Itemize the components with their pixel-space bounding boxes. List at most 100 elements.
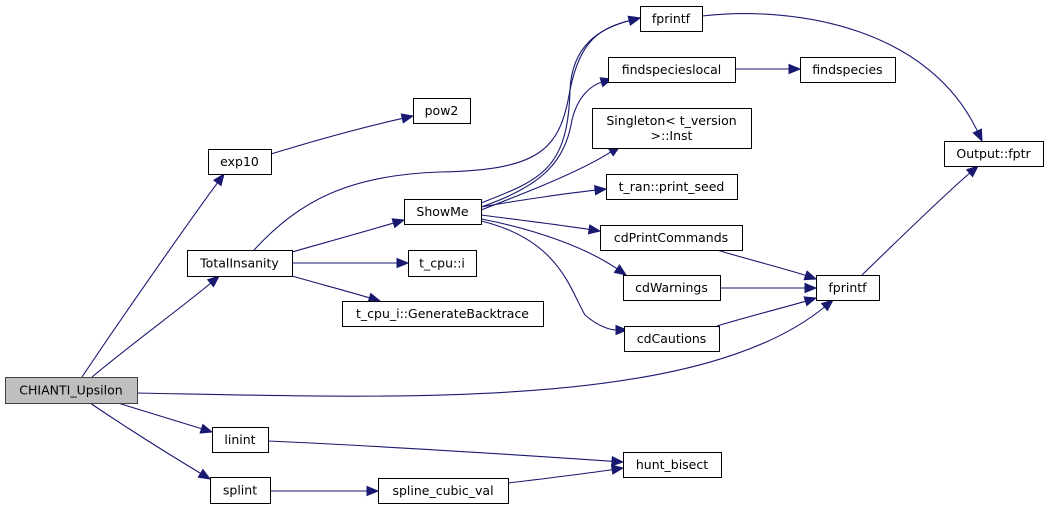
- node-label: fprintf: [652, 11, 691, 26]
- edge-line: [480, 81, 603, 208]
- node-box: [600, 225, 743, 251]
- node-label: fprintf: [828, 280, 867, 295]
- node-box: [608, 57, 736, 83]
- node-printseed[interactable]: t_ran::print_seed: [606, 174, 738, 200]
- edge-line: [136, 305, 826, 397]
- node-tcpui[interactable]: t_cpu::i: [408, 250, 477, 277]
- node-box: [816, 275, 880, 301]
- node-box: [408, 250, 477, 277]
- node-box: [5, 377, 138, 404]
- node-cdprintcommands[interactable]: cdPrintCommands: [600, 225, 743, 251]
- arrowhead-icon: [615, 324, 629, 336]
- node-box: [413, 98, 471, 124]
- edge-line: [480, 218, 619, 270]
- node-singleton[interactable]: Singleton< t_version>::Inst: [592, 108, 752, 149]
- node-box: [210, 477, 271, 504]
- node-box: [606, 174, 738, 200]
- arrowhead-icon: [206, 275, 221, 288]
- node-splinecubicval[interactable]: spline_cubic_val: [378, 478, 509, 504]
- edge-cdwarnings-to-fprintf2: [720, 282, 818, 294]
- node-label: spline_cubic_val: [392, 483, 493, 498]
- arrowhead-icon: [587, 224, 602, 235]
- node-box: [623, 452, 722, 478]
- node-cdcautions[interactable]: cdCautions: [624, 326, 720, 352]
- edge-fprintf1-to-outputfptr: [701, 13, 983, 143]
- node-outputfptr[interactable]: Output::fptr: [944, 141, 1044, 167]
- node-label: TotalInsanity: [199, 256, 279, 271]
- node-splint[interactable]: splint: [210, 477, 271, 504]
- node-fprintf2[interactable]: fprintf: [816, 275, 880, 301]
- node-label: findspecies: [812, 62, 882, 77]
- arrowhead-icon: [593, 185, 608, 196]
- edge-line: [81, 181, 219, 378]
- node-findspecieslocal[interactable]: findspecieslocal: [608, 57, 736, 83]
- edge-line: [701, 13, 979, 133]
- node-box: [212, 427, 269, 453]
- edge-cdcautions-to-fprintf2: [716, 296, 818, 327]
- arrowhead-icon: [396, 257, 410, 269]
- node-backtrace[interactable]: t_cpu_i::GenerateBacktrace: [342, 301, 544, 327]
- edge-showme-to-cdwarnings: [480, 218, 628, 276]
- edge-showme-to-cdcautions: [480, 220, 629, 336]
- edge-showme-to-fprintf1: [480, 15, 642, 204]
- edge-chianti-to-exp10: [81, 172, 225, 378]
- arrowhead-icon: [400, 113, 415, 124]
- arrowhead-icon: [972, 128, 983, 143]
- edge-showme-to-printseed: [480, 185, 608, 208]
- edge-chianti-to-fprintf2: [136, 299, 835, 397]
- edge-totalinsanity-to-showme: [291, 218, 406, 253]
- node-chianti[interactable]: CHIANTI_Upsilon: [5, 377, 138, 404]
- node-box: [623, 275, 721, 301]
- node-showme[interactable]: ShowMe: [404, 199, 482, 225]
- edge-fprintf2-to-outputfptr: [861, 165, 980, 276]
- edge-line: [716, 300, 807, 327]
- node-label: hunt_bisect: [636, 457, 708, 472]
- edge-line: [861, 172, 971, 276]
- node-label: Output::fptr: [956, 146, 1031, 161]
- node-huntbisect[interactable]: hunt_bisect: [623, 452, 722, 478]
- node-totalinsanity[interactable]: TotalInsanity: [187, 250, 293, 277]
- arrowhead-icon: [627, 15, 642, 26]
- edge-line: [291, 275, 371, 299]
- edge-line: [270, 117, 404, 155]
- node-label: splint: [223, 483, 257, 498]
- node-label: >::Inst: [651, 128, 693, 143]
- node-label: cdCautions: [637, 331, 707, 346]
- edge-line: [480, 19, 631, 204]
- edge-exp10-to-pow2: [270, 113, 415, 155]
- node-box: [944, 141, 1044, 167]
- node-label: t_ran::print_seed: [619, 179, 725, 194]
- arrowhead-icon: [610, 464, 625, 475]
- node-label: ShowMe: [416, 204, 469, 219]
- edge-chianti-to-splint: [89, 402, 212, 480]
- arrowhead-icon: [788, 63, 802, 75]
- edge-line: [716, 249, 807, 277]
- edge-findspecieslocal-to-findspecies: [735, 63, 802, 75]
- node-cdwarnings[interactable]: cdWarnings: [623, 275, 721, 301]
- arrowhead-icon: [965, 165, 980, 178]
- edge-line: [291, 222, 395, 253]
- arrowhead-icon: [366, 485, 380, 497]
- node-linint[interactable]: linint: [212, 427, 269, 453]
- node-label: pow2: [425, 103, 459, 118]
- node-label: cdWarnings: [635, 280, 708, 295]
- node-box: [800, 57, 896, 83]
- node-findspecies[interactable]: findspecies: [800, 57, 896, 83]
- edge-linint-to-huntbisect: [267, 440, 625, 467]
- node-box: [624, 326, 720, 352]
- arrowhead-icon: [367, 292, 382, 303]
- arrowhead-icon: [804, 282, 818, 294]
- node-exp10[interactable]: exp10: [208, 149, 272, 175]
- node-pow2[interactable]: pow2: [413, 98, 471, 124]
- edges-layer: [81, 13, 983, 497]
- arrowhead-icon: [611, 455, 625, 467]
- node-fprintf1[interactable]: fprintf: [640, 6, 703, 32]
- node-box: [404, 199, 482, 225]
- node-label: CHIANTI_Upsilon: [19, 383, 122, 398]
- edge-showme-to-singleton: [480, 145, 622, 211]
- edge-line: [117, 402, 203, 430]
- node-box: [187, 250, 293, 277]
- edge-splint-to-splinecubicval: [269, 485, 380, 497]
- edge-chianti-to-linint: [117, 402, 214, 434]
